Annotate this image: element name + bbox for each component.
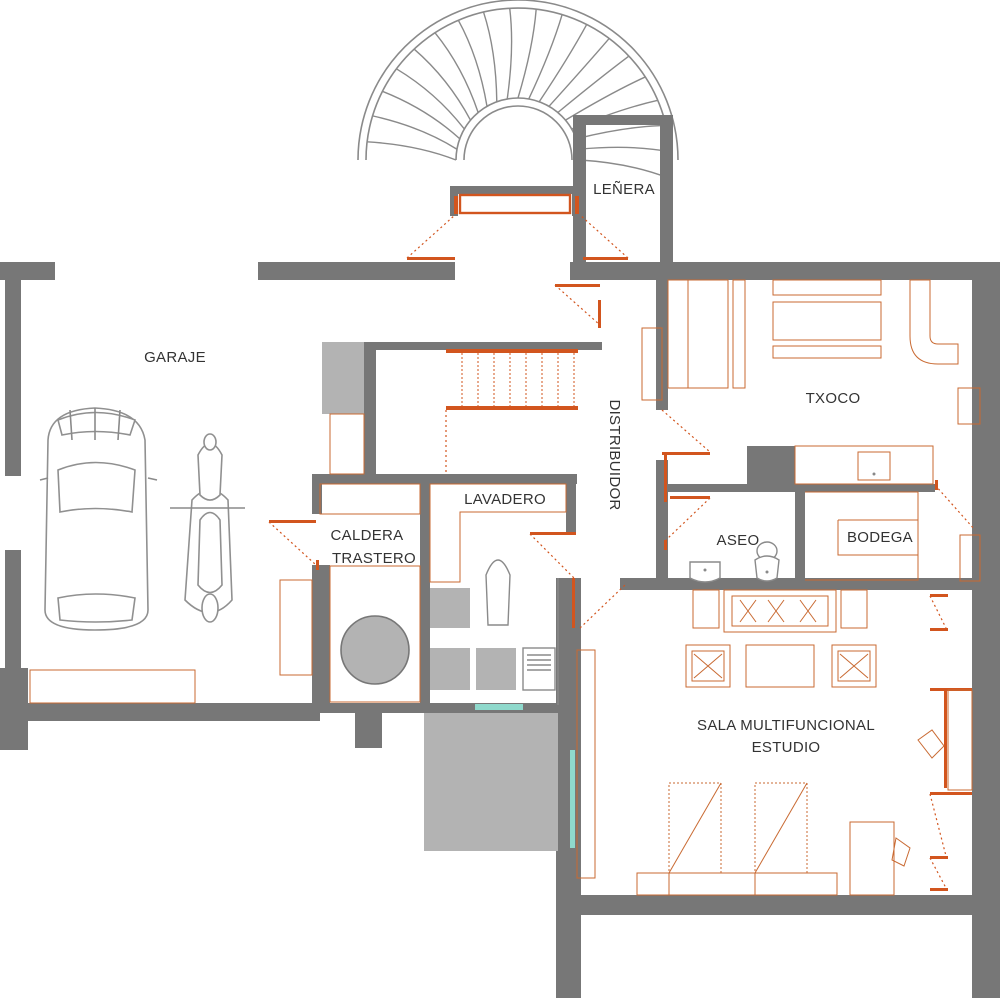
- toilet-icon: [754, 541, 780, 582]
- desk-chair: [891, 837, 911, 867]
- txoco-bench-left-2: [687, 279, 729, 389]
- desk-icon: [849, 821, 895, 896]
- txoco-table: [772, 301, 882, 341]
- ironing-board: [485, 559, 511, 626]
- txoco-sink: [857, 451, 891, 481]
- room-label-estudio: ESTUDIO: [752, 739, 821, 756]
- stair-storage: [329, 413, 365, 475]
- txoco-counter: [794, 445, 934, 485]
- trastero-unit: [329, 565, 421, 703]
- armchair-icon: [831, 644, 877, 688]
- caldera-shelf: [319, 483, 421, 515]
- fold-bed-left: [668, 782, 722, 874]
- spiral-staircase-icon: [357, 0, 679, 179]
- door-swings: [268, 214, 976, 889]
- room-label-garaje: GARAJE: [144, 349, 206, 366]
- room-label-distribuidor: DISTRIBUIDOR: [606, 399, 623, 510]
- room-label-aseo: ASEO: [717, 532, 760, 549]
- motorcycle-icon: [170, 433, 245, 623]
- sala-side-table-right: [840, 589, 868, 629]
- sala-bench: [636, 872, 838, 896]
- garage-workbench: [29, 669, 196, 704]
- txoco-side-unit: [957, 387, 981, 425]
- sala-right-wardrobe: [947, 689, 973, 791]
- reading-chair: [917, 729, 945, 759]
- room-label-lenera: LEÑERA: [593, 181, 655, 198]
- room-label-trastero: TRASTERO: [332, 550, 416, 567]
- room-label-lavadero: LAVADERO: [464, 491, 546, 508]
- lavadero-counter: [429, 483, 567, 583]
- straight-staircase-icon: [446, 349, 578, 410]
- sala-side-table-left: [692, 589, 720, 629]
- room-label-caldera: CALDERA: [331, 527, 404, 544]
- txoco-corner-bench: [909, 279, 959, 365]
- bodega-shelves: [805, 491, 919, 581]
- txoco-bench-bottom: [772, 345, 882, 359]
- garage-cabinet: [279, 579, 313, 676]
- room-label-bodega: BODEGA: [847, 529, 913, 546]
- armchair-icon: [685, 644, 731, 688]
- sala-long-cabinet: [576, 649, 596, 879]
- txoco-shelf: [772, 279, 882, 296]
- boiler-tank-icon: [340, 615, 410, 685]
- firewood-bench: [458, 193, 572, 215]
- sofa-icon: [723, 589, 837, 633]
- txoco-cabinet: [732, 279, 746, 389]
- coffee-table: [745, 644, 815, 688]
- room-label-sala: SALA MULTIFUNCIONAL: [697, 717, 875, 734]
- txoco-bench-left: [667, 279, 689, 389]
- room-label-txoco: TXOCO: [806, 390, 861, 407]
- room-labels: LEÑERA GARAJE TXOCO DISTRIBUIDOR CALDERA…: [144, 181, 913, 756]
- car-icon: [39, 407, 158, 631]
- sink-icon: [689, 561, 721, 583]
- fold-bed-right: [754, 782, 808, 874]
- txoco-door-unit: [641, 327, 663, 401]
- txoco-right-unit: [959, 534, 981, 582]
